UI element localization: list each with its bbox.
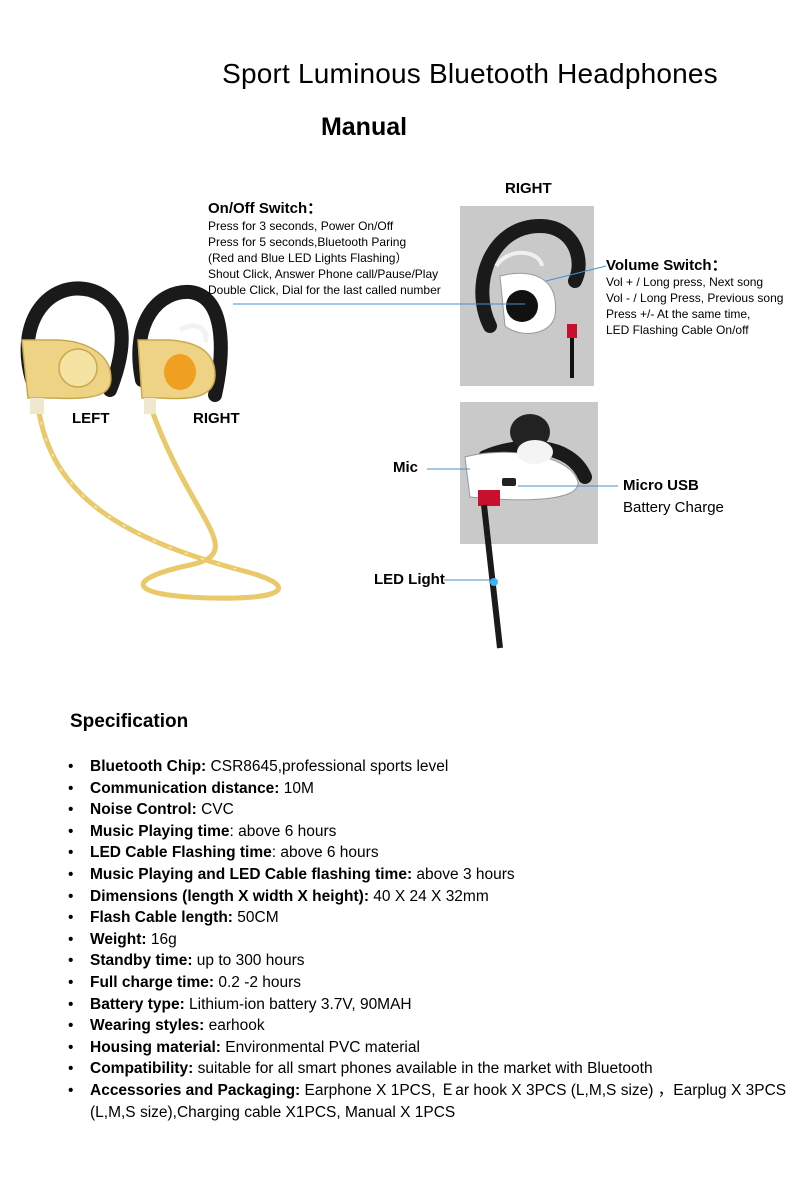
- left-side-label: LEFT: [72, 410, 110, 427]
- spec-label: Accessories and Packaging:: [90, 1081, 301, 1099]
- spec-label: Music Playing time: [90, 822, 230, 840]
- spec-label: Music Playing and LED Cable flashing tim…: [90, 865, 413, 883]
- volume-line: Press +/- At the same time,: [606, 307, 751, 321]
- bullet: •: [68, 930, 74, 948]
- volume-line: Vol - / Long Press, Previous song: [606, 291, 784, 305]
- spec-value: 16g: [146, 930, 177, 948]
- gold-headset-photo: [20, 281, 281, 601]
- spec-value: Environmental PVC material: [220, 1038, 420, 1056]
- bullet: •: [68, 887, 74, 905]
- spec-value: CVC: [196, 801, 234, 819]
- bullet: •: [68, 779, 74, 797]
- spec-value: 40 X 24 X 32mm: [369, 887, 489, 905]
- volume-line: Vol + / Long press, Next song: [606, 275, 764, 289]
- bullet: •: [68, 1060, 74, 1078]
- mic-label: Mic: [393, 459, 419, 476]
- onoff-line: Shout Click, Answer Phone call/Pause/Pla…: [208, 267, 439, 281]
- spec-item: • Compatibility: suitable for all smart p…: [68, 1058, 788, 1080]
- right-side-label: RIGHT: [193, 410, 240, 427]
- spec-value: 10M: [279, 779, 314, 797]
- volume-switch-title: Volume Switch：: [606, 257, 727, 274]
- spec-item: • Standby time: up to 300 hours: [68, 950, 788, 972]
- spec-item: • Communication distance: 10M: [68, 778, 788, 800]
- spec-value: 0.2 -2 hours: [214, 973, 302, 991]
- bullet: •: [68, 1017, 74, 1035]
- bullet: •: [68, 995, 74, 1013]
- bullet: •: [68, 1081, 74, 1099]
- spec-label: Standby time:: [90, 952, 193, 970]
- spec-item: • Weight: 16g: [68, 929, 788, 951]
- spec-value: Lithium-ion battery 3.7V, 90MAH: [184, 995, 412, 1013]
- spec-label: Communication distance:: [90, 779, 280, 797]
- spec-label: Bluetooth Chip:: [90, 758, 207, 775]
- spec-item: • Music Playing time: above 6 hours: [68, 821, 788, 843]
- right-earbud-label: RIGHT: [505, 180, 552, 197]
- spec-item: • Accessories and Packaging: Earphone X 1…: [68, 1080, 788, 1123]
- bullet: •: [68, 801, 74, 819]
- volume-line: LED Flashing Cable On/off: [606, 323, 749, 337]
- volume-switch-instructions: Vol + / Long press, Next song Vol - / Lo…: [606, 274, 783, 338]
- bullet: •: [68, 973, 74, 991]
- bullet: •: [68, 844, 74, 862]
- battery-charge-label: Battery Charge: [623, 499, 724, 516]
- spec-label: Flash Cable length:: [90, 909, 233, 927]
- specification-heading: Specification: [70, 711, 189, 732]
- spec-value: suitable for all smart phones available …: [193, 1060, 653, 1078]
- spec-item: • Noise Control: CVC: [68, 799, 788, 821]
- spec-label: Weight:: [90, 930, 147, 948]
- micro-usb-label: Micro USB: [623, 477, 699, 494]
- spec-label: Battery type:: [90, 995, 185, 1013]
- spec-label: Housing material:: [90, 1038, 221, 1056]
- onoff-line: Double Click, Dial for the last called n…: [208, 283, 441, 297]
- spec-item: • Battery type: Lithium-ion battery 3.7V,…: [68, 994, 788, 1016]
- spec-value: 50CM: [232, 909, 279, 927]
- spec-item: • Housing material: Environmental PVC mat…: [68, 1037, 788, 1059]
- onoff-line: (Red and Blue LED Lights Flashing）: [208, 251, 408, 265]
- specification-list: • Bluetooth Chip: CSR8645,professional sp…: [68, 756, 788, 1123]
- spec-value: CSR8645,professional sports level: [206, 758, 449, 775]
- spec-item: • Full charge time: 0.2 -2 hours: [68, 972, 788, 994]
- spec-item: • Flash Cable length: 50CM: [68, 907, 788, 929]
- onoff-line: Press for 5 seconds,Bluetooth Paring: [208, 235, 407, 249]
- spec-value: up to 300 hours: [192, 952, 305, 970]
- bullet: •: [68, 952, 74, 970]
- spec-item: • Wearing styles: earhook: [68, 1015, 788, 1037]
- bullet: •: [68, 1038, 74, 1056]
- page-subtitle: Manual: [320, 113, 408, 141]
- onoff-switch-title: On/Off Switch：: [208, 200, 323, 217]
- spec-item: • Music Playing and LED Cable flashing ti…: [68, 864, 788, 886]
- spec-item: • LED Cable Flashing time: above 6 hours: [68, 842, 788, 864]
- spec-label: LED Cable Flashing time: [90, 844, 272, 862]
- spec-label: Wearing styles:: [90, 1017, 205, 1035]
- spec-label: Dimensions (length X width X height):: [90, 887, 369, 905]
- spec-label: Full charge time:: [90, 973, 215, 991]
- spec-value: : above 6 hours: [229, 822, 337, 840]
- callout-lines: [233, 265, 618, 581]
- bullet: •: [68, 909, 74, 927]
- bullet: •: [68, 865, 74, 883]
- spec-value: above 3 hours: [412, 865, 515, 883]
- spec-value: earhook: [204, 1017, 265, 1035]
- onoff-switch-instructions: Press for 3 seconds, Power On/Off Press …: [208, 218, 441, 298]
- led-light-label: LED Light: [374, 571, 445, 588]
- page-title: Sport Luminous Bluetooth Headphones: [222, 58, 718, 89]
- spec-label: Compatibility:: [90, 1060, 194, 1078]
- bullet: •: [68, 758, 74, 775]
- right-earbud-photo: [460, 206, 594, 386]
- spec-value: : above 6 hours: [271, 844, 379, 862]
- spec-item: • Dimensions (length X width X height): 4…: [68, 886, 788, 908]
- spec-item: • Bluetooth Chip: CSR8645,professional sp…: [68, 756, 788, 778]
- bullet: •: [68, 822, 74, 840]
- onoff-line: Press for 3 seconds, Power On/Off: [208, 219, 394, 233]
- spec-label: Noise Control:: [90, 801, 197, 819]
- spec-value: Earphone X 1PCS, Ｅar hook X 3PCS (L,M,S …: [90, 1081, 787, 1121]
